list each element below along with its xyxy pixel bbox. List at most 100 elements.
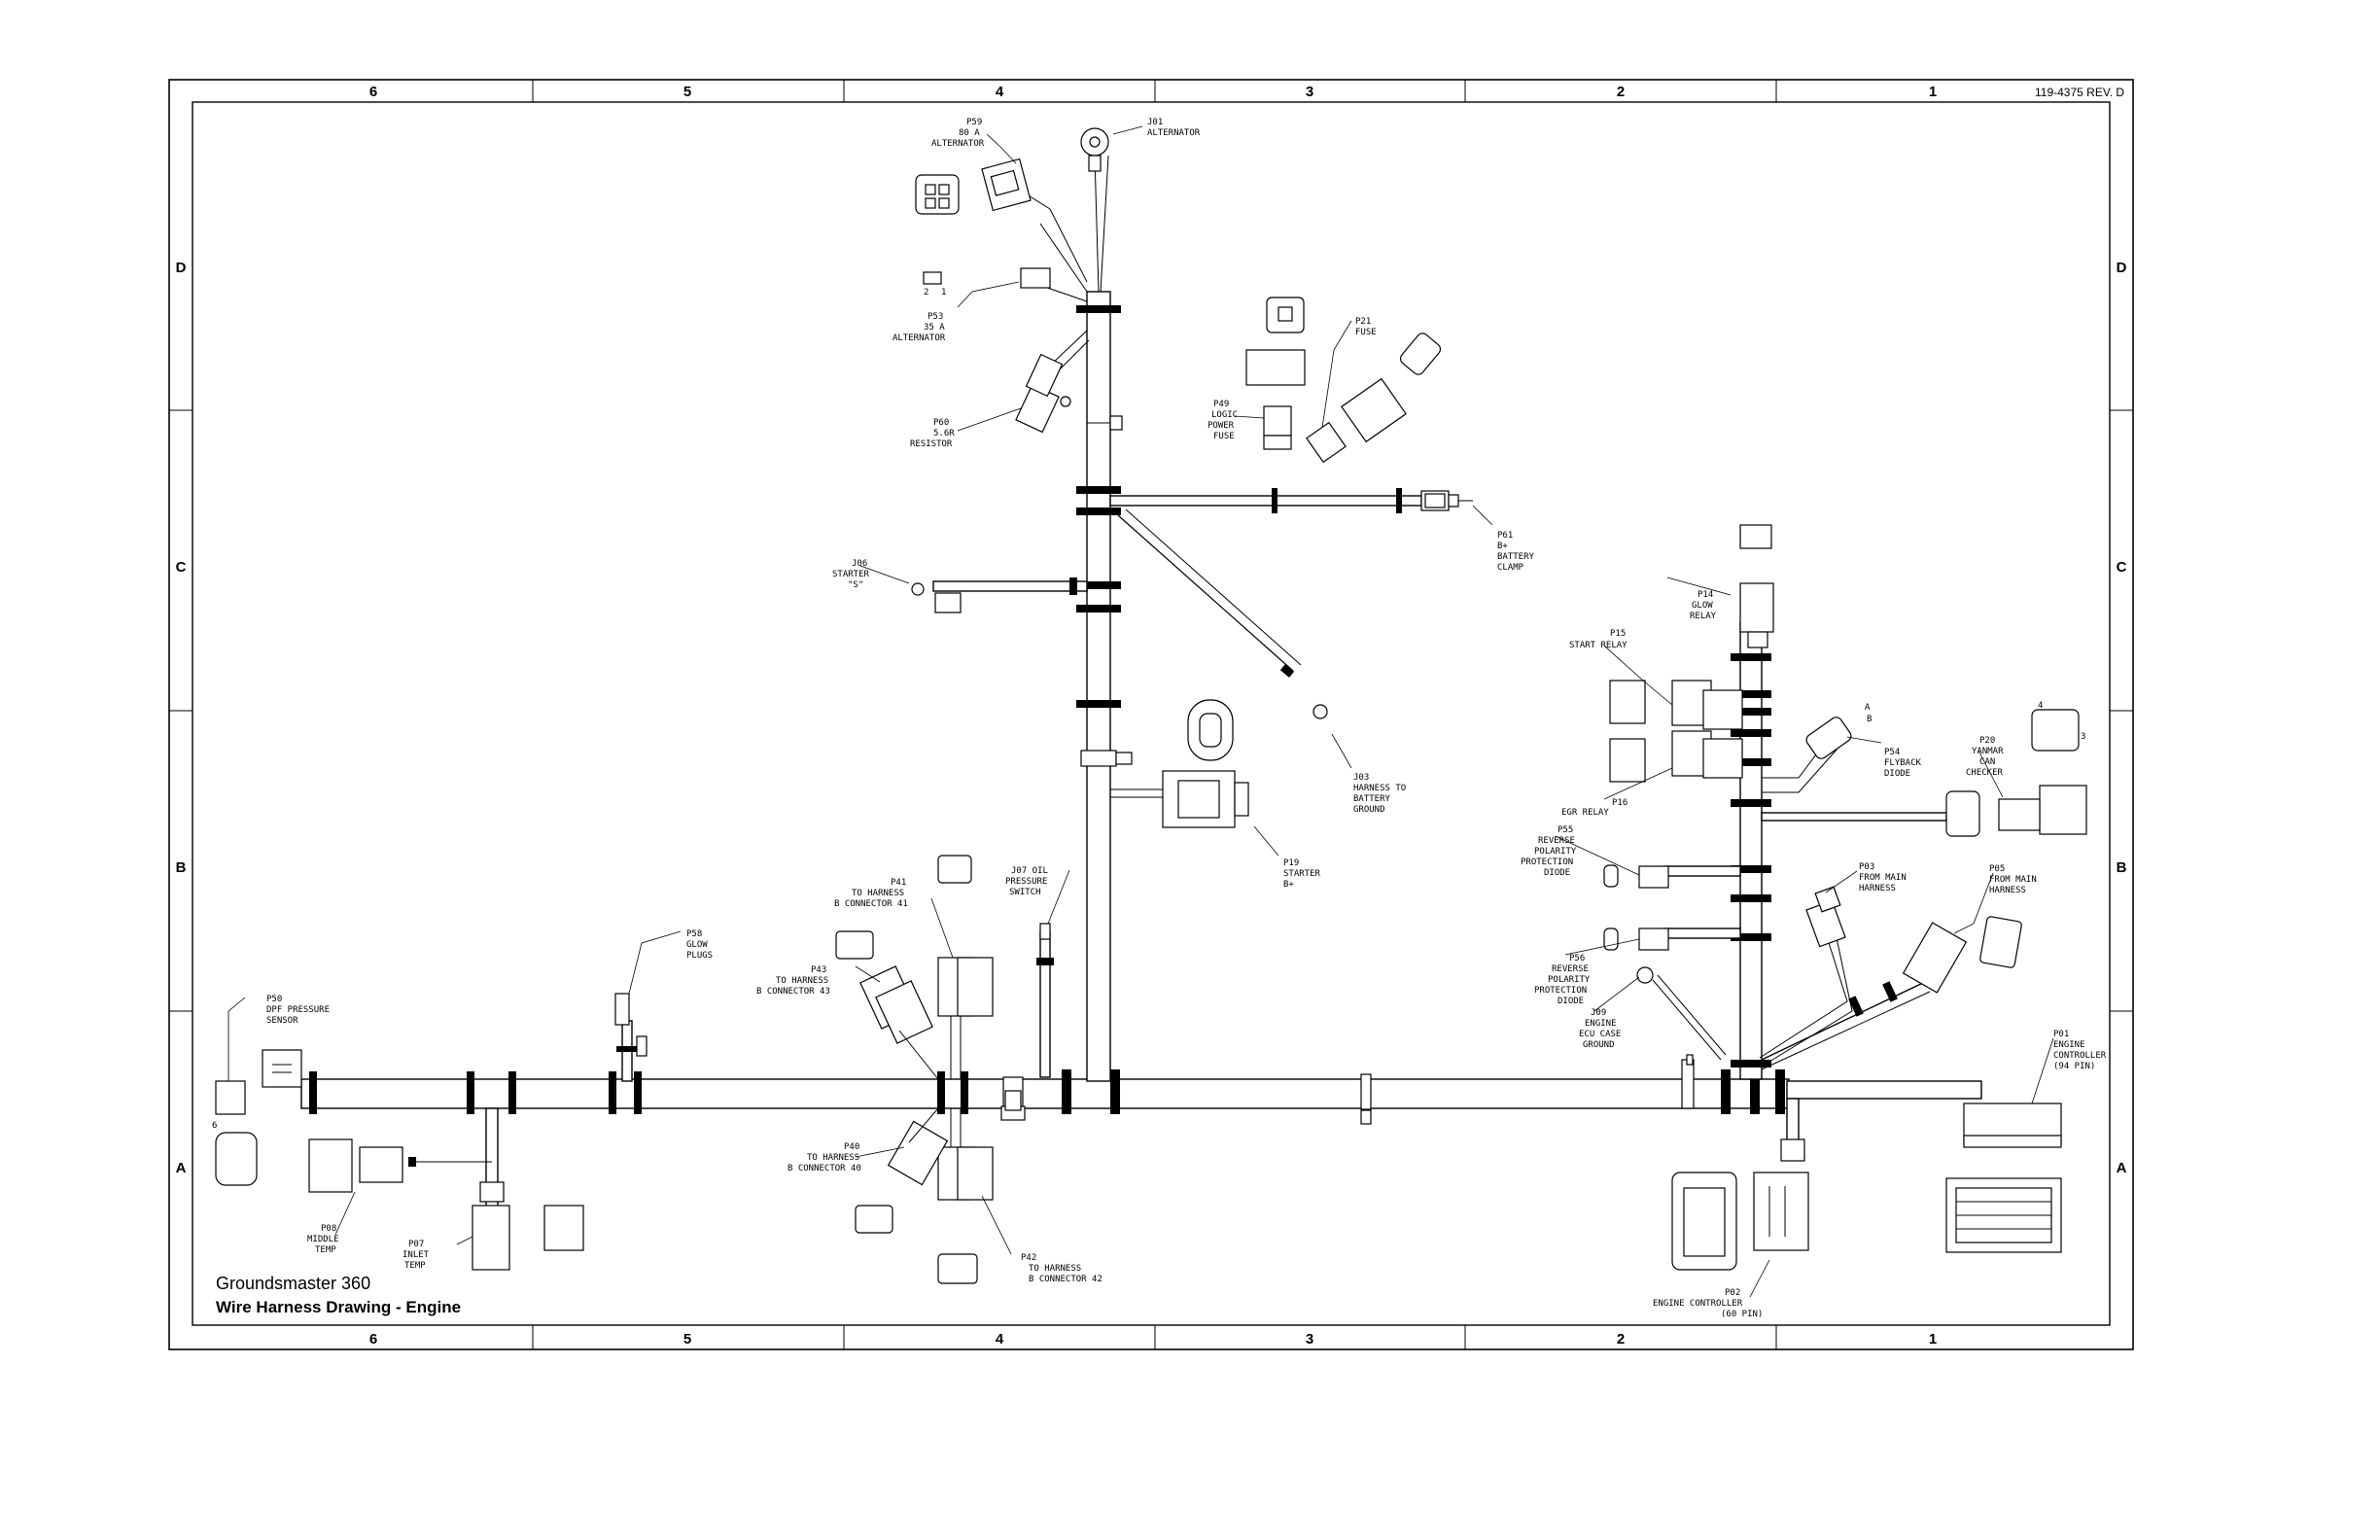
pin-mark-6: 6 (212, 1121, 217, 1131)
label-p02-0: P02 (1725, 1288, 1740, 1298)
label-j06-0: J06 (852, 559, 867, 569)
label-p50-2: SENSOR (266, 1016, 298, 1026)
label-p55-0: P55 (1558, 825, 1573, 835)
drawing-title: Groundsmaster 360 (216, 1274, 370, 1293)
label-p07-2: TEMP (404, 1261, 426, 1271)
label-j09-2: ECU CASE (1579, 1030, 1621, 1039)
right-trunk (1663, 582, 1947, 1162)
drawing-border (168, 79, 2134, 1350)
label-p08-0: P08 (321, 1224, 336, 1234)
label-p20-1: YANMAR (1972, 747, 2004, 756)
label-p49-1: LOGIC (1211, 410, 1238, 420)
label-j03-3: GROUND (1353, 805, 1385, 815)
pin-mark-4: 4 (2038, 701, 2043, 711)
label-p20-2: CAN (1979, 757, 1995, 767)
zone-row-right-b: B (2117, 859, 2127, 876)
label-p43-2: B CONNECTOR 43 (756, 987, 830, 997)
left-branches (262, 993, 648, 1216)
connectors (215, 158, 2087, 1284)
label-j07-0: J07 OIL (1011, 866, 1048, 876)
zone-col-top-5: 5 (683, 84, 691, 100)
zone-row-right-c: C (2117, 559, 2127, 576)
label-j03-1: HARNESS TO (1353, 784, 1406, 793)
label-p42-2: B CONNECTOR 42 (1029, 1275, 1102, 1284)
label-p53-1: 35 A (924, 323, 945, 332)
label-p14-2: RELAY (1690, 612, 1717, 621)
label-p58-0: P58 (686, 929, 702, 939)
pin-mark-b: B (1867, 715, 1872, 724)
label-p56-2: POLARITY (1548, 975, 1591, 985)
label-p41-1: TO HARNESS (852, 889, 904, 898)
zone-col-bottom-1: 1 (1929, 1331, 1937, 1348)
label-j09-1: ENGINE (1585, 1019, 1617, 1029)
zone-col-top-2: 2 (1617, 84, 1625, 100)
pin-mark-2: 2 (924, 288, 928, 298)
label-p40-0: P40 (844, 1142, 859, 1152)
zone-row-left-c: C (176, 559, 187, 576)
label-p61-3: CLAMP (1497, 563, 1524, 573)
zone-col-bottom-2: 2 (1617, 1331, 1625, 1348)
label-p21-0: P21 (1355, 317, 1371, 327)
label-p59-1: 80 A (959, 128, 980, 138)
label-p60-1: 5.6R (933, 429, 955, 438)
label-j09-3: GROUND (1583, 1040, 1615, 1050)
label-p54-0: P54 (1884, 748, 1900, 757)
label-p41-0: P41 (891, 878, 906, 888)
label-p19-0: P19 (1283, 858, 1299, 868)
label-p59-2: ALTERNATOR (931, 139, 985, 149)
zone-col-bottom-4: 4 (996, 1331, 1004, 1348)
drawing-number: 119-4375 REV. D (2035, 86, 2124, 99)
label-p07-1: INLET (402, 1250, 430, 1260)
label-p43-1: TO HARNESS (776, 976, 828, 986)
pin-mark-1: 1 (941, 288, 946, 298)
zone-col-top-1: 1 (1929, 84, 1937, 100)
label-p42-0: P42 (1021, 1253, 1036, 1263)
label-p01-0: P01 (2053, 1030, 2069, 1039)
label-p50-1: DPF PRESSURE (266, 1005, 330, 1015)
zone-row-left-b: B (176, 859, 187, 876)
label-p50-0: P50 (266, 995, 282, 1004)
label-j07-2: SWITCH (1009, 888, 1041, 897)
label-p53-2: ALTERNATOR (892, 333, 946, 343)
label-p58-1: GLOW (686, 940, 708, 950)
label-p16-0: P16 (1612, 798, 1628, 808)
label-p42-1: TO HARNESS (1029, 1264, 1081, 1274)
label-p56-3: PROTECTION (1534, 986, 1587, 996)
label-j09-0: J09 (1591, 1008, 1606, 1018)
label-p60-0: P60 (933, 418, 949, 428)
label-p14-1: GLOW (1692, 601, 1713, 611)
label-j06-1: STARTER (832, 570, 870, 579)
label-p03-2: HARNESS (1859, 884, 1896, 893)
zone-col-top-6: 6 (369, 84, 377, 100)
label-p20-0: P20 (1979, 736, 1995, 746)
leader-lines (228, 125, 2054, 1298)
label-p58-2: PLUGS (686, 951, 713, 961)
label-p03-0: P03 (1859, 862, 1874, 872)
label-p56-4: DIODE (1558, 997, 1584, 1006)
label-j03-0: J03 (1353, 773, 1369, 783)
zone-col-bottom-6: 6 (369, 1331, 377, 1348)
label-p43-0: P43 (811, 965, 826, 975)
label-p56-0: P56 (1569, 954, 1585, 963)
label-p02-2: (60 PIN) (1721, 1310, 1763, 1319)
battery-branch (1109, 488, 1473, 719)
vertical-trunk (932, 127, 1133, 1082)
label-p41-2: B CONNECTOR 41 (834, 899, 908, 909)
label-p02-1: ENGINE CONTROLLER (1653, 1299, 1743, 1309)
label-p49-0: P49 (1213, 400, 1229, 409)
label-p21-1: FUSE (1355, 328, 1377, 337)
label-p54-2: DIODE (1884, 769, 1910, 779)
main-trunk (300, 1054, 1982, 1125)
label-p05-1: FROM MAIN (1989, 875, 2037, 885)
label-j03-2: BATTERY (1353, 794, 1391, 804)
label-p05-0: P05 (1989, 864, 2005, 874)
label-p03-1: FROM MAIN (1859, 873, 1907, 883)
label-p08-1: MIDDLE (307, 1235, 339, 1244)
pin-mark-3: 3 (2081, 732, 2085, 742)
zone-col-bottom-3: 3 (1306, 1331, 1313, 1348)
label-p15-0: P15 (1610, 629, 1626, 639)
label-j07-1: PRESSURE (1005, 877, 1047, 887)
label-p20-3: CHECKER (1966, 768, 2004, 778)
label-p53-0: P53 (928, 312, 943, 322)
label-p61-1: B+ (1497, 542, 1508, 551)
